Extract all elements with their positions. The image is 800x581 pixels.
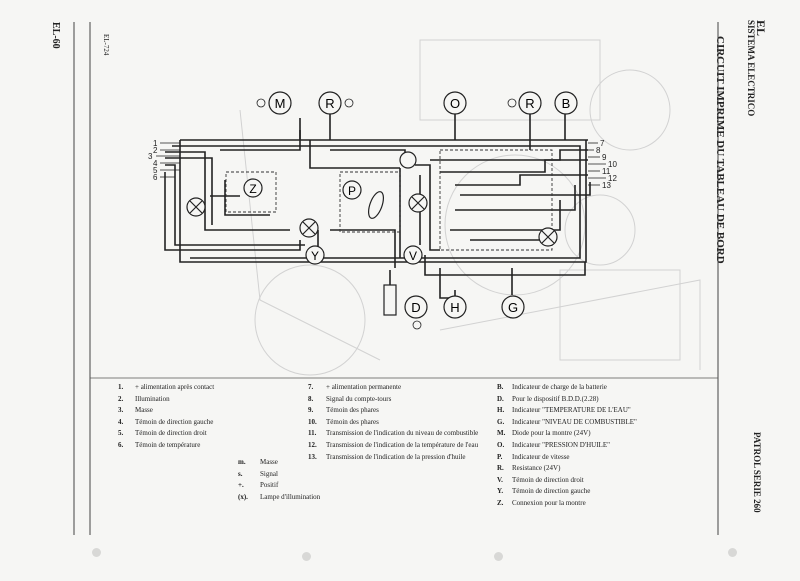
punch-hole (494, 552, 503, 561)
terminal-label: 7 (600, 139, 605, 148)
illumination-lamps (186, 151, 558, 247)
bleed-through-ghost (239, 39, 701, 376)
terminal-label: 3 (148, 152, 153, 161)
svg-text:G: G (508, 300, 518, 315)
component-R-top: R (318, 91, 354, 115)
component-Z: Z (243, 178, 263, 198)
terminal-label: 9 (602, 153, 607, 162)
terminal-label: 8 (596, 146, 601, 155)
terminal-label: 6 (153, 173, 158, 182)
svg-text:H: H (450, 300, 459, 315)
left-terminal-labels: 1 2 3 4 5 6 (148, 139, 158, 182)
component-P: P (342, 180, 384, 219)
svg-text:P: P (348, 184, 356, 198)
component-Y: Y (305, 245, 325, 265)
terminal-label: 10 (608, 160, 617, 169)
component-V: V (403, 245, 423, 265)
clock-outline (225, 171, 277, 213)
svg-text:Y: Y (311, 249, 319, 263)
svg-text:M: M (275, 96, 286, 111)
component-M: M (256, 91, 292, 115)
terminal-label: 11 (602, 167, 611, 176)
svg-text:R: R (525, 96, 534, 111)
terminal-label: 13 (602, 181, 611, 190)
component-H: H (443, 295, 467, 319)
legend-symbols: m.Masse s.Signal +.Positif (x).Lampe d'i… (238, 458, 321, 501)
component-R-right: R (507, 91, 542, 115)
terminal-label: 1 (153, 139, 158, 148)
component-O: O (443, 91, 467, 115)
speedometer-outline (339, 171, 401, 233)
svg-text:D: D (411, 300, 420, 315)
legend-components: B.Indicateur de charge de la batterie D.… (497, 383, 637, 507)
component-G: G (501, 295, 525, 319)
right-terminal-labels: 7 8 9 10 11 12 13 (596, 139, 617, 190)
terminal-label: 2 (153, 146, 158, 155)
gauge-cluster-outline (439, 149, 553, 251)
punch-hole (728, 548, 737, 557)
punch-hole (302, 552, 311, 561)
svg-text:B: B (562, 96, 571, 111)
legend-terminals-7-13: 7.+ alimentation permanente 8.Signal du … (308, 383, 479, 461)
circuit-traces (164, 103, 591, 299)
svg-text:O: O (450, 96, 460, 111)
svg-text:V: V (409, 249, 417, 263)
punch-hole (92, 548, 101, 557)
svg-text:R: R (325, 96, 334, 111)
component-B: B (554, 91, 578, 115)
terminal-label: 12 (608, 174, 617, 183)
terminal-label: 4 (153, 159, 158, 168)
svg-text:Z: Z (249, 182, 256, 196)
terminal-leads (156, 142, 606, 186)
terminal-label: 5 (153, 166, 158, 175)
component-D: D (383, 284, 428, 330)
legend-terminals-1-6: 1.+ alimentation après contact 2.Illumin… (118, 383, 215, 449)
